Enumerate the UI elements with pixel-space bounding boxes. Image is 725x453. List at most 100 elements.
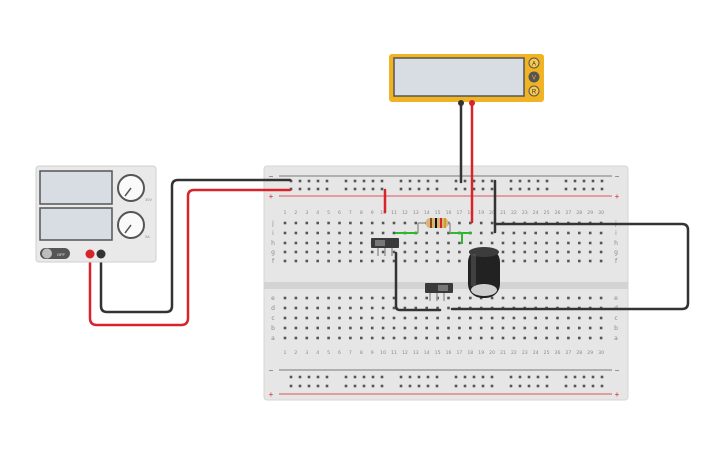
knob-bottom-label: 5A — [145, 235, 150, 239]
column-label: 19 — [478, 350, 484, 356]
column-label: 25 — [544, 210, 550, 216]
column-label: 20 — [489, 210, 495, 216]
power-toggle-label: OFF — [57, 252, 66, 257]
power-supply[interactable]: 30V 5A OFF — [35, 165, 157, 263]
row-label: i — [272, 230, 274, 237]
voltage-knob[interactable] — [117, 174, 145, 202]
rail-sign: + — [269, 192, 274, 201]
rail-sign: − — [269, 366, 274, 375]
column-label: 2 — [294, 350, 297, 356]
supply-display-current — [39, 207, 113, 241]
row-label: j — [271, 220, 274, 227]
row-label: c — [271, 315, 274, 322]
column-label: 18 — [467, 210, 473, 216]
row-label: a — [614, 335, 618, 342]
current-knob[interactable] — [117, 211, 145, 239]
rail-sign: − — [269, 172, 274, 181]
row-label: e — [271, 295, 275, 302]
multimeter[interactable]: A V R — [389, 54, 544, 106]
column-label: 11 — [391, 210, 397, 216]
column-label: 5 — [327, 350, 330, 356]
slide-switch-2[interactable] — [425, 283, 453, 301]
wire-red-supply — [88, 188, 292, 327]
wires[interactable] — [88, 102, 690, 327]
svg-text:A: A — [532, 62, 536, 68]
column-label: 27 — [565, 350, 571, 356]
row-label: f — [272, 258, 275, 265]
column-label: 30 — [598, 350, 604, 356]
column-label: 4 — [316, 210, 319, 216]
column-label: 22 — [511, 350, 517, 356]
column-label: 12 — [402, 210, 408, 216]
capacitor[interactable] — [461, 233, 500, 298]
column-label: 15 — [435, 210, 441, 216]
column-label: 24 — [533, 350, 539, 356]
column-label: 10 — [380, 350, 386, 356]
power-toggle[interactable]: OFF — [40, 248, 70, 259]
rail-signs: −−++−−++ — [269, 172, 620, 399]
row-label: h — [271, 240, 275, 247]
meter-probe-black[interactable] — [458, 100, 464, 106]
column-label: 3 — [305, 210, 308, 216]
row-label: b — [271, 325, 275, 332]
row-label: f — [615, 258, 618, 265]
column-label: 2 — [294, 210, 297, 216]
row-label: g — [614, 249, 618, 256]
row-label: g — [271, 249, 275, 256]
row-label: c — [614, 315, 617, 322]
column-label: 13 — [413, 210, 419, 216]
rail-sign: − — [615, 172, 620, 181]
column-label: 15 — [435, 350, 441, 356]
supply-display-voltage — [39, 170, 113, 205]
wire-black-supply — [99, 178, 292, 314]
column-label: 19 — [478, 210, 484, 216]
wire-black-loop — [450, 222, 690, 311]
column-label: 16 — [446, 350, 452, 356]
column-label: 21 — [500, 210, 506, 216]
column-label: 7 — [349, 210, 352, 216]
column-label: 23 — [522, 210, 528, 216]
column-label: 1 — [284, 350, 287, 356]
column-label: 14 — [424, 350, 430, 356]
column-label: 25 — [544, 350, 550, 356]
rail-sign: + — [615, 390, 620, 399]
mode-button-volts[interactable]: V — [528, 71, 540, 83]
svg-text:V: V — [532, 76, 536, 82]
column-label: 29 — [587, 210, 593, 216]
column-label: 8 — [360, 210, 363, 216]
supply-terminal-negative[interactable] — [96, 249, 106, 259]
row-label: e — [614, 295, 618, 302]
column-label: 5 — [327, 210, 330, 216]
multimeter-display — [393, 57, 525, 97]
column-label: 14 — [424, 210, 430, 216]
column-label: 27 — [565, 210, 571, 216]
column-label: 9 — [371, 350, 374, 356]
mode-button-amps[interactable]: A — [528, 57, 540, 69]
column-label: 23 — [522, 350, 528, 356]
column-label: 6 — [338, 210, 341, 216]
mode-button-ohms[interactable]: R — [528, 85, 540, 97]
column-label: 29 — [587, 350, 593, 356]
column-label: 17 — [456, 210, 462, 216]
column-label: 13 — [413, 350, 419, 356]
column-label: 26 — [555, 350, 561, 356]
knob-top-label: 30V — [145, 198, 152, 202]
supply-terminal-positive[interactable] — [85, 249, 95, 259]
row-label: a — [271, 335, 275, 342]
column-label: 26 — [555, 210, 561, 216]
rail-sign: − — [615, 366, 620, 375]
column-label: 7 — [349, 350, 352, 356]
column-label: 18 — [467, 350, 473, 356]
rail-sign: + — [269, 390, 274, 399]
column-label: 4 — [316, 350, 319, 356]
slide-switch-1[interactable] — [371, 238, 399, 256]
meter-probe-red[interactable] — [469, 100, 475, 106]
row-label: i — [615, 230, 617, 237]
column-label: 8 — [360, 350, 363, 356]
column-label: 22 — [511, 210, 517, 216]
wire-black-switch-link — [394, 251, 442, 312]
column-label: 28 — [576, 350, 582, 356]
column-label: 30 — [598, 210, 604, 216]
column-label: 12 — [402, 350, 408, 356]
